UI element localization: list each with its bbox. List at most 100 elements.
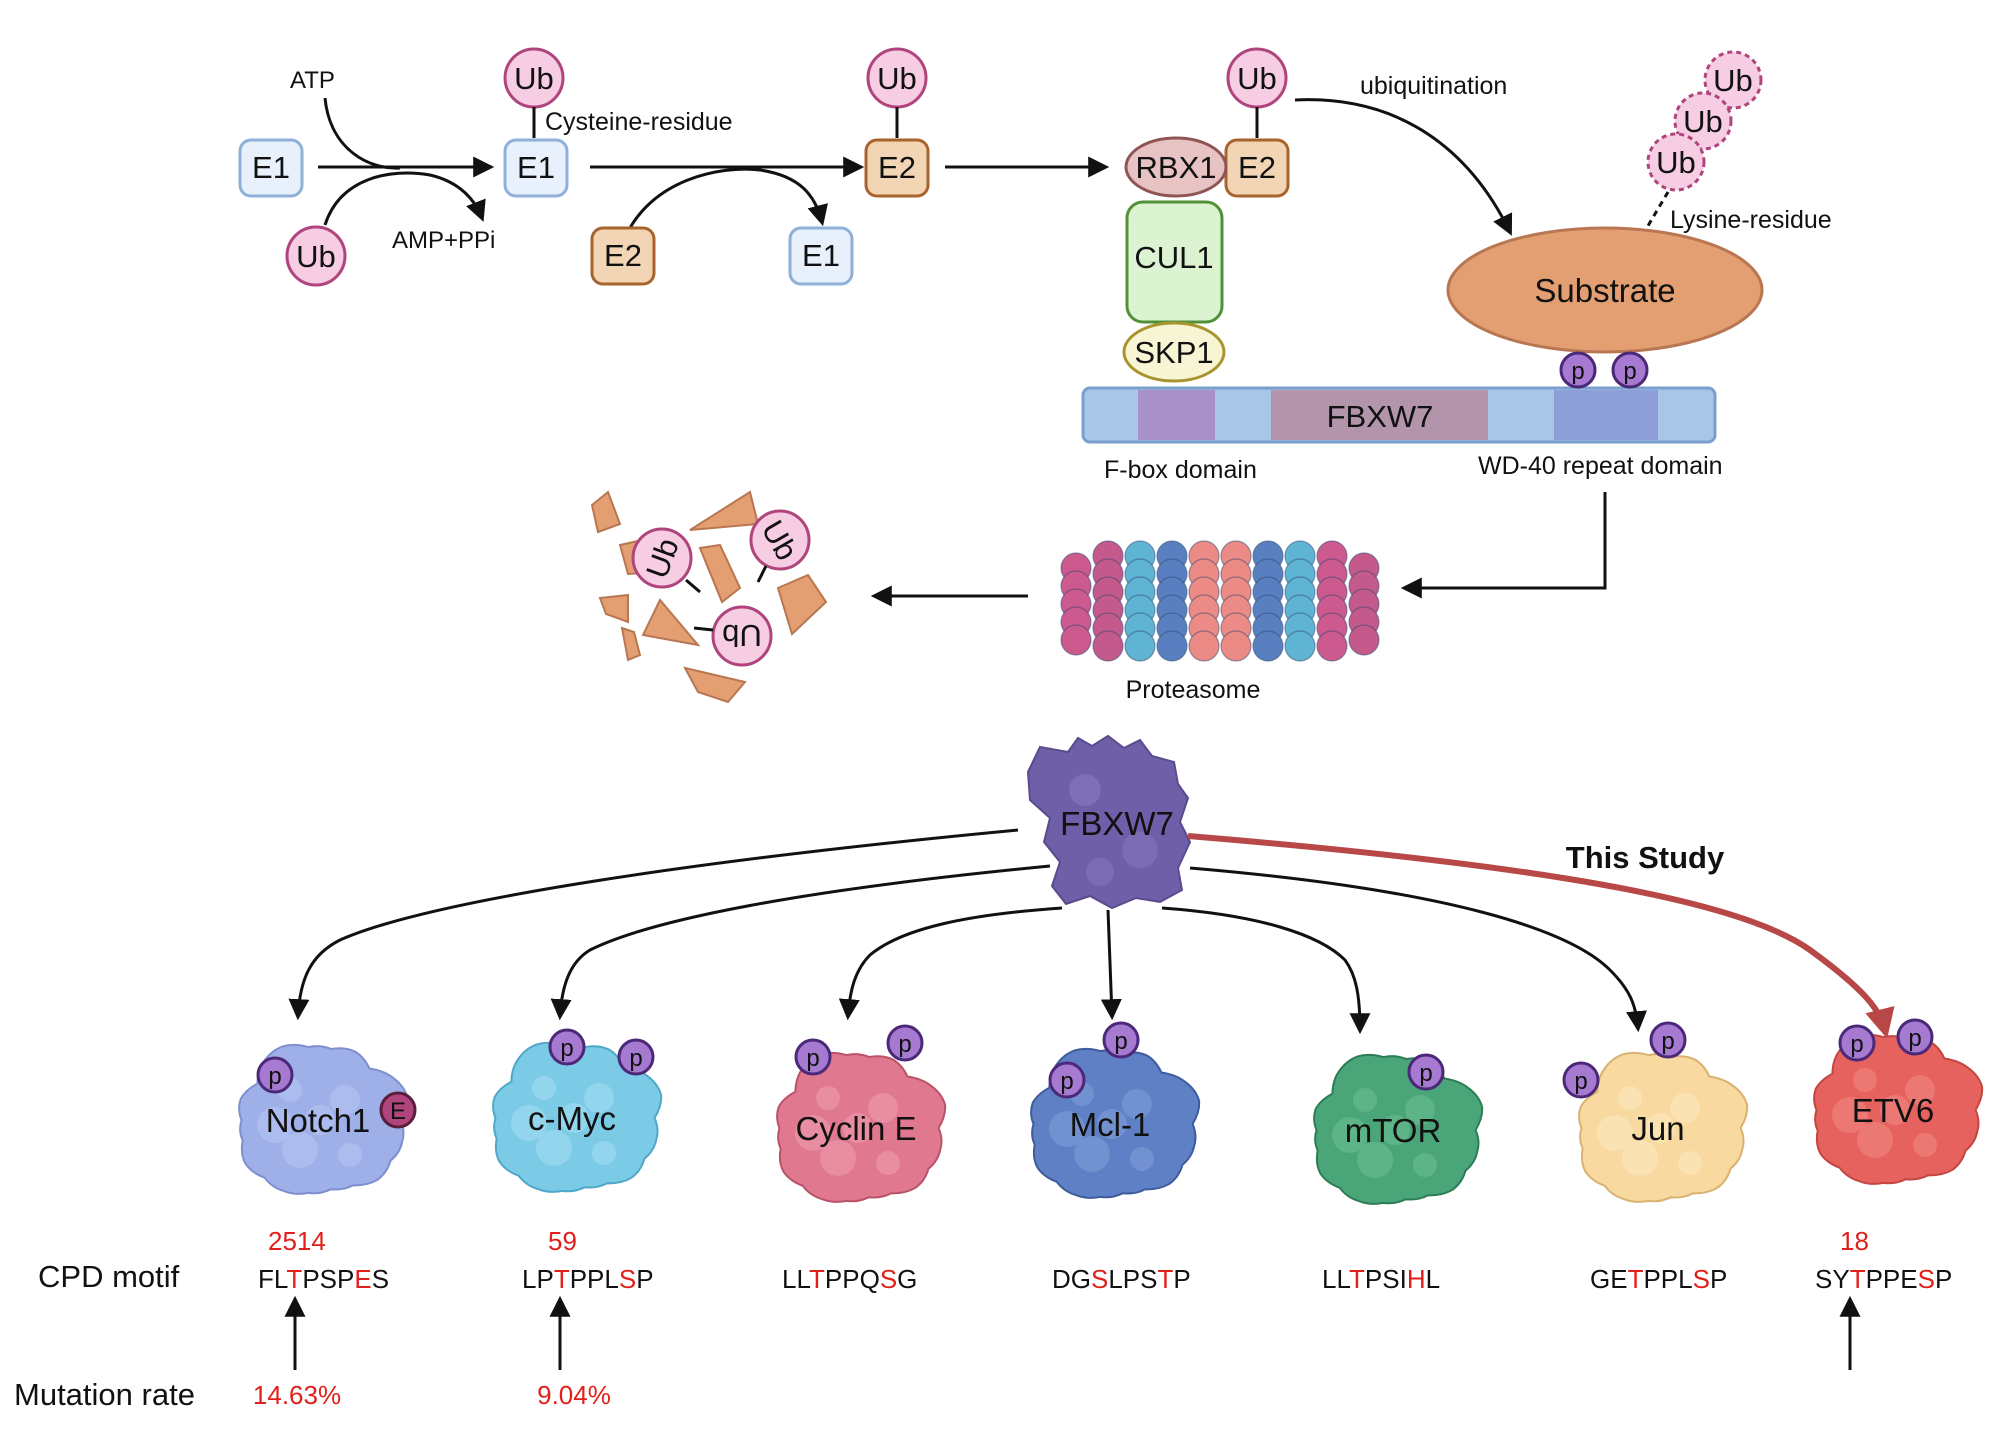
skp1-label: SKP1	[1134, 335, 1213, 370]
proteasome-subunit	[1252, 630, 1284, 662]
protein-texture	[1097, 1109, 1127, 1139]
cpd-motif: LPTPPLSP	[522, 1264, 654, 1294]
lysine-label: Lysine-residue	[1670, 206, 1832, 234]
protein-texture	[1380, 1115, 1410, 1145]
fragment	[683, 666, 747, 704]
protein-name: mTOR	[1345, 1112, 1442, 1149]
lysine-bond	[1640, 191, 1670, 237]
phospho-group	[886, 1024, 924, 1062]
protein-texture	[1857, 1122, 1893, 1158]
ub-free-label: Ub	[296, 239, 336, 274]
cpd-position: 59	[548, 1226, 577, 1256]
phospho-label: p	[560, 1035, 573, 1062]
phospho-label: p	[1574, 1068, 1587, 1095]
phospho-label: p	[1419, 1060, 1432, 1087]
e2-loaded-label: E2	[878, 150, 916, 185]
protein-texture	[559, 1103, 589, 1133]
protein-texture	[1905, 1075, 1935, 1105]
protein-name: c-Myc	[528, 1100, 616, 1137]
polyub-1	[1703, 50, 1763, 110]
phospho-group	[1048, 1061, 1086, 1099]
polyub-2-label: Ub	[1683, 104, 1723, 139]
arrow-to-jun	[1189, 866, 1648, 1033]
protein-texture	[1645, 1113, 1675, 1143]
atp-label: ATP	[290, 67, 335, 94]
arrow-to-mcl1	[1100, 909, 1122, 1021]
proteasome-subunit	[1316, 630, 1348, 662]
proteasome-label: Proteasome	[1126, 676, 1261, 704]
fragment	[598, 593, 629, 624]
proteasome-subunit	[1092, 630, 1124, 662]
cul1-label: CUL1	[1134, 240, 1213, 275]
scf-complex: Ub E2 RBX1 CUL1 SKP1 FBXW7 F-box domain …	[1081, 47, 1723, 484]
protein-texture	[876, 1151, 900, 1175]
fragment	[776, 573, 828, 636]
fbxw7-hub-group: FBXW7 This Study	[1026, 734, 1725, 910]
phospho-label: p	[1661, 1028, 1674, 1055]
protein-texture	[1597, 1115, 1633, 1151]
phospho-label: p	[629, 1045, 642, 1072]
free-ub-1-tail	[685, 578, 701, 594]
phospho-group	[1649, 1021, 1687, 1059]
arrow-to-mtor	[1161, 906, 1371, 1035]
wd40-segment	[1554, 390, 1658, 440]
protein-name: Cyclin E	[795, 1110, 916, 1147]
phospho-group	[1896, 1018, 1934, 1056]
rbx1	[1124, 136, 1228, 198]
protein-texture	[820, 1140, 856, 1176]
protein-name: ETV6	[1852, 1092, 1935, 1129]
proteasome-group: Proteasome	[870, 492, 1607, 704]
free-ub-2-tail	[756, 565, 768, 583]
atp-curve	[323, 97, 401, 170]
ubiquitination-arrow	[1294, 98, 1513, 236]
degraded-fragments: Ub Ub Ub	[590, 490, 828, 704]
substrate	[1446, 226, 1764, 354]
ub-on-scf-e2-label: Ub	[1237, 61, 1277, 96]
substrate-phospho-1	[1559, 351, 1597, 389]
protein-texture	[868, 1093, 898, 1123]
arrow-to-etv6-this-study	[1187, 833, 1895, 1039]
protein-texture	[1670, 1093, 1700, 1123]
modification-badge-label: E	[390, 1098, 406, 1125]
cpd-position: 2514	[268, 1226, 326, 1256]
protein-texture	[1122, 1089, 1152, 1119]
protein-texture	[305, 1105, 335, 1135]
phospho-label: p	[898, 1031, 911, 1058]
hub-arrows	[288, 828, 1895, 1039]
phospho-label: p	[806, 1045, 819, 1072]
phospho-group	[794, 1038, 832, 1076]
phospho-label: p	[1114, 1028, 1127, 1055]
protein-texture	[1913, 1133, 1937, 1157]
substrate-label: Substrate	[1534, 272, 1675, 309]
fragment	[590, 490, 622, 534]
protein-texture	[1353, 1088, 1377, 1112]
protein-texture	[843, 1113, 873, 1143]
arrow-to-cmyc	[550, 864, 1051, 1021]
phospho-group	[1102, 1021, 1140, 1059]
free-ub-3-label: Ub	[722, 618, 762, 653]
cpd-position: 18	[1840, 1226, 1869, 1256]
cpd-motif: GETPPLSP	[1590, 1264, 1727, 1294]
free-ub-3-tail	[693, 626, 714, 632]
mutation-rate-value: 14.63%	[253, 1380, 341, 1410]
protein-texture	[1074, 1136, 1110, 1172]
protein-texture	[1678, 1151, 1702, 1175]
fbxw7-bar-label: FBXW7	[1327, 399, 1434, 434]
protein-texture	[532, 1076, 556, 1100]
phospho-1-label: p	[1571, 358, 1584, 385]
proteasome-subunit	[1220, 630, 1252, 662]
protein-texture	[1413, 1153, 1437, 1177]
phospho-group	[1407, 1053, 1445, 1091]
ub-free	[285, 225, 347, 287]
protein-texture	[816, 1086, 840, 1110]
fragment	[641, 598, 701, 647]
cpd-motif-row-label: CPD motif	[38, 1259, 180, 1294]
fragment	[698, 543, 742, 604]
hub-texture	[1069, 774, 1101, 806]
free-ub-3	[711, 605, 773, 667]
fbxw7-hub-label: FBXW7	[1060, 805, 1174, 842]
protein-texture	[330, 1085, 360, 1115]
